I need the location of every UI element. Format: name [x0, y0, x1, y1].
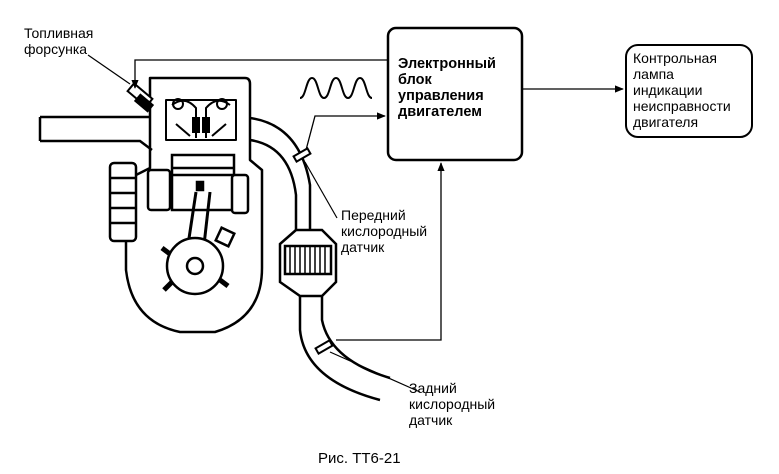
lamp-label-line-1: Контрольная	[633, 50, 717, 66]
cooling-fins	[108, 161, 250, 243]
lamp-box	[625, 44, 753, 138]
piston	[170, 153, 236, 212]
catalytic-converter	[278, 228, 338, 298]
signal-wires	[131, 59, 624, 341]
front-sensor-label-line-1: Передний	[341, 207, 406, 223]
front-sensor-leader	[304, 161, 338, 219]
front-sensor-label-line-3: датчик	[341, 239, 385, 255]
figure-caption: Рис. ТТ6-21	[318, 450, 401, 467]
ecu-box	[386, 26, 524, 162]
rear-sensor-label-line-3: датчик	[409, 412, 453, 428]
front-sensor-signal-line	[305, 112, 386, 151]
crankshaft	[160, 226, 236, 296]
ecu-label: Электронный блок управления двигателем	[398, 56, 500, 120]
front-oxygen-sensor	[292, 147, 312, 163]
rear-sensor-signal-line	[336, 162, 445, 341]
injector-label: Топливная форсунка	[24, 25, 97, 57]
lamp-label-line-4: неисправности	[633, 98, 731, 114]
rear-sensor-label-line-1: Задний	[409, 380, 457, 396]
rear-sensor-label-line-2: кислородный	[409, 396, 495, 412]
injector-control-line	[131, 59, 388, 89]
connecting-rod	[186, 191, 212, 246]
rear-oxygen-sensor	[314, 339, 334, 355]
fuel-injector	[126, 82, 155, 113]
lamp-label-line-3: индикации	[633, 82, 702, 98]
ecu-label-line-1: Электронный	[398, 56, 496, 72]
rear-sensor-leader	[329, 351, 421, 393]
valve-assembly	[171, 98, 231, 138]
lamp-label: Контрольная лампа индикации неисправност…	[633, 50, 735, 130]
leader-lines	[87, 54, 421, 393]
injector-label-line-2: форсунка	[24, 41, 87, 57]
sensor-waveform	[299, 76, 373, 100]
ecu-label-line-3: управления	[398, 88, 484, 104]
exhaust-pipe	[249, 116, 391, 402]
front-sensor-label: Передний кислородный датчик	[341, 207, 431, 255]
ecu-label-line-2: блок	[398, 72, 432, 88]
intake-manifold	[38, 115, 153, 151]
injector-label-line-1: Топливная	[24, 25, 93, 41]
engine-block	[124, 76, 264, 334]
injector-leader	[87, 54, 131, 85]
lamp-label-line-5: двигателя	[633, 114, 698, 130]
rear-sensor-label: Задний кислородный датчик	[409, 380, 499, 428]
ecu-label-line-4: двигателем	[398, 104, 482, 120]
front-sensor-label-line-2: кислородный	[341, 223, 427, 239]
lamp-label-line-2: лампа	[633, 66, 674, 82]
